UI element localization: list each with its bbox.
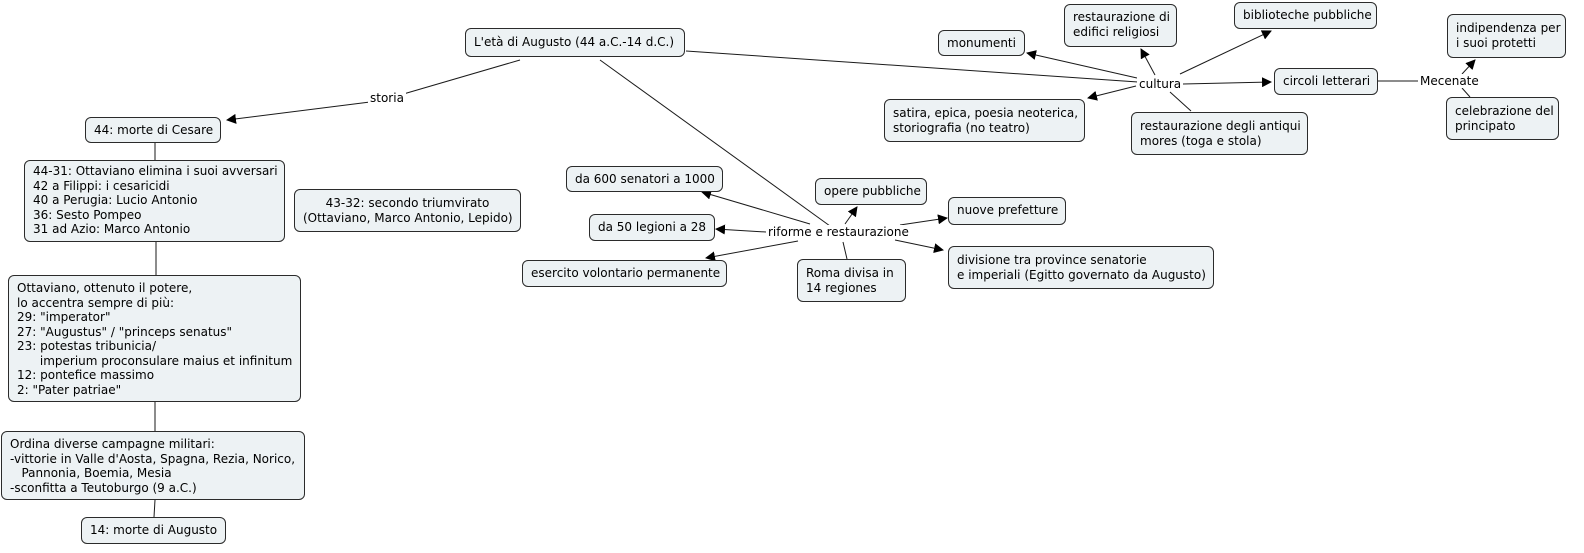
- node-edifici[interactable]: restaurazione di edifici religiosi: [1064, 4, 1177, 47]
- node-avversari[interactable]: 44-31: Ottaviano elimina i suoi avversar…: [24, 160, 285, 242]
- node-morte-cesare[interactable]: 44: morte di Cesare: [85, 117, 221, 143]
- link-riforme-province: [894, 239, 944, 254]
- link-cultura-circoli: [1182, 77, 1272, 88]
- link-label-mecenate: Mecenate: [1418, 74, 1481, 88]
- node-campagne[interactable]: Ordina diverse campagne militari: -vitto…: [1, 431, 305, 500]
- link-riforme-opere: [844, 206, 858, 225]
- node-generi[interactable]: satira, epica, poesia neoterica, storiog…: [884, 99, 1085, 142]
- link-root-storia: [399, 59, 521, 96]
- link-campagne-morte: [153, 499, 156, 518]
- link-label-storia: storia: [368, 91, 406, 105]
- node-regiones[interactable]: Roma divisa in 14 regiones: [797, 259, 906, 302]
- link-riforme-legioni: [715, 224, 767, 235]
- link-cultura-generi: [1087, 85, 1137, 101]
- link-label-riforme: riforme e restaurazione: [766, 225, 911, 239]
- link-riforme-regiones: [842, 241, 848, 260]
- link-cultura-edifici: [1140, 48, 1156, 76]
- node-legioni[interactable]: da 50 legioni a 28: [589, 214, 715, 241]
- node-indipendenza[interactable]: indipendenza per i suoi protetti: [1447, 14, 1566, 58]
- link-cultura-monumenti: [1026, 50, 1138, 79]
- node-esercito[interactable]: esercito volontario permanente: [522, 260, 727, 287]
- node-biblioteche[interactable]: biblioteche pubbliche: [1234, 2, 1377, 29]
- node-mores[interactable]: restaurazione degli antiqui mores (toga …: [1131, 112, 1308, 155]
- root-node[interactable]: L'età di Augusto (44 a.C.-14 d.C.): [465, 28, 685, 57]
- link-mecenate-celebrazione: [1461, 87, 1471, 98]
- node-triumvirato[interactable]: 43-32: secondo triumvirato (Ottaviano, M…: [294, 189, 521, 232]
- link-label-cultura: cultura: [1137, 77, 1184, 91]
- link-root-cultura: [685, 50, 1139, 83]
- node-prefetture[interactable]: nuove prefetture: [948, 197, 1066, 225]
- node-province[interactable]: divisione tra province senatorie e imper…: [948, 246, 1214, 289]
- node-opere[interactable]: opere pubbliche: [815, 178, 927, 205]
- link-riforme-esercito: [705, 240, 799, 262]
- node-morte-augusto[interactable]: 14: morte di Augusto: [81, 517, 226, 544]
- link-riforme-prefetture: [899, 214, 948, 226]
- link-mecenate-indipendenza: [1461, 59, 1476, 75]
- node-senatori[interactable]: da 600 senatori a 1000: [566, 166, 723, 192]
- link-root-riforme: [599, 59, 831, 227]
- node-circoli[interactable]: circoli letterari: [1274, 68, 1378, 95]
- link-riforme-senatori: [701, 189, 811, 225]
- link-cultura-mores: [1169, 91, 1192, 112]
- link-cultura-biblioteche: [1179, 30, 1272, 75]
- node-potere[interactable]: Ottaviano, ottenuto il potere, lo accent…: [8, 275, 301, 402]
- link-storia-cesare: [226, 101, 371, 124]
- node-monumenti[interactable]: monumenti: [938, 30, 1025, 56]
- node-celebrazione[interactable]: celebrazione del principato: [1446, 97, 1559, 140]
